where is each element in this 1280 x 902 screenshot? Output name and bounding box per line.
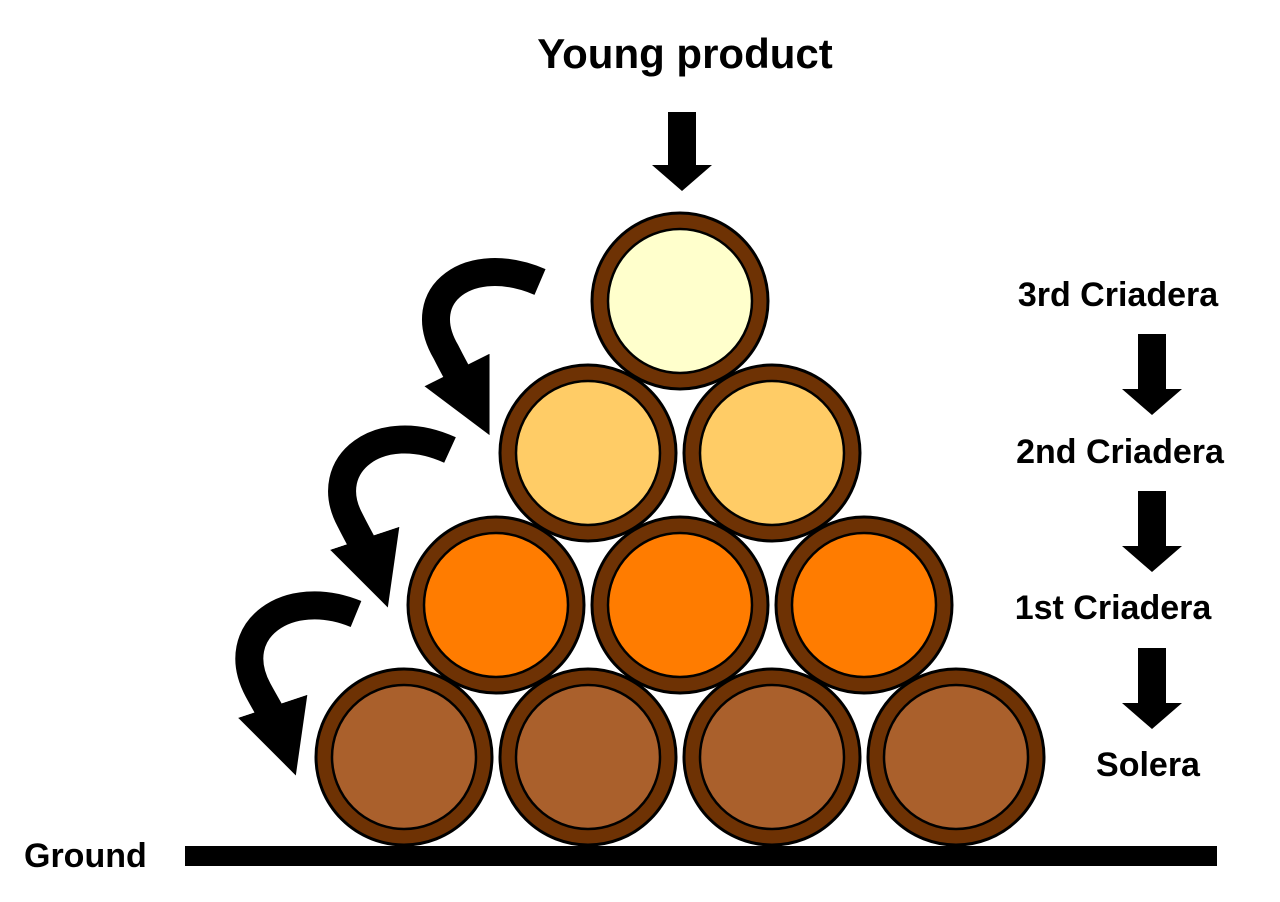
barrel <box>774 515 954 695</box>
barrel-content <box>698 683 846 831</box>
barrel <box>406 515 586 695</box>
transfer-curve-arrow-icon <box>235 591 362 776</box>
ground-bar <box>185 846 1217 866</box>
barrel-content <box>882 683 1030 831</box>
barrel-content <box>606 531 754 679</box>
barrel <box>682 363 862 543</box>
transfer-curve-arrow-icon <box>422 258 546 436</box>
barrel <box>498 667 678 847</box>
barrel-content <box>422 531 570 679</box>
barrel <box>314 667 494 847</box>
barrel-content <box>790 531 938 679</box>
barrel <box>866 667 1046 847</box>
barrel-content <box>606 227 754 375</box>
transfer-arrows <box>235 258 546 776</box>
tier-label-solera: Solera <box>1096 746 1201 784</box>
flow-down-arrow-icon <box>1122 648 1182 729</box>
barrel <box>498 363 678 543</box>
barrel <box>682 667 862 847</box>
tier-label-1st-criadera: 1st Criadera <box>1015 589 1213 627</box>
barrel <box>590 211 770 391</box>
flow-down-arrow-icon <box>1122 334 1182 415</box>
barrel <box>590 515 770 695</box>
tier-label-3rd-criadera: 3rd Criadera <box>1018 276 1219 314</box>
young-product-label: Young product <box>537 30 833 77</box>
tier-label-2nd-criadera: 2nd Criadera <box>1016 433 1225 471</box>
barrel-content <box>514 683 662 831</box>
flow-down-arrow-icon <box>1122 491 1182 572</box>
transfer-curve-arrow-icon <box>328 425 456 608</box>
barrel-content <box>698 379 846 527</box>
barrel-pyramid <box>314 211 1046 847</box>
barrel-content <box>330 683 478 831</box>
barrel-content <box>514 379 662 527</box>
input-down-arrow-icon <box>652 112 712 191</box>
ground-label: Ground <box>24 837 147 875</box>
